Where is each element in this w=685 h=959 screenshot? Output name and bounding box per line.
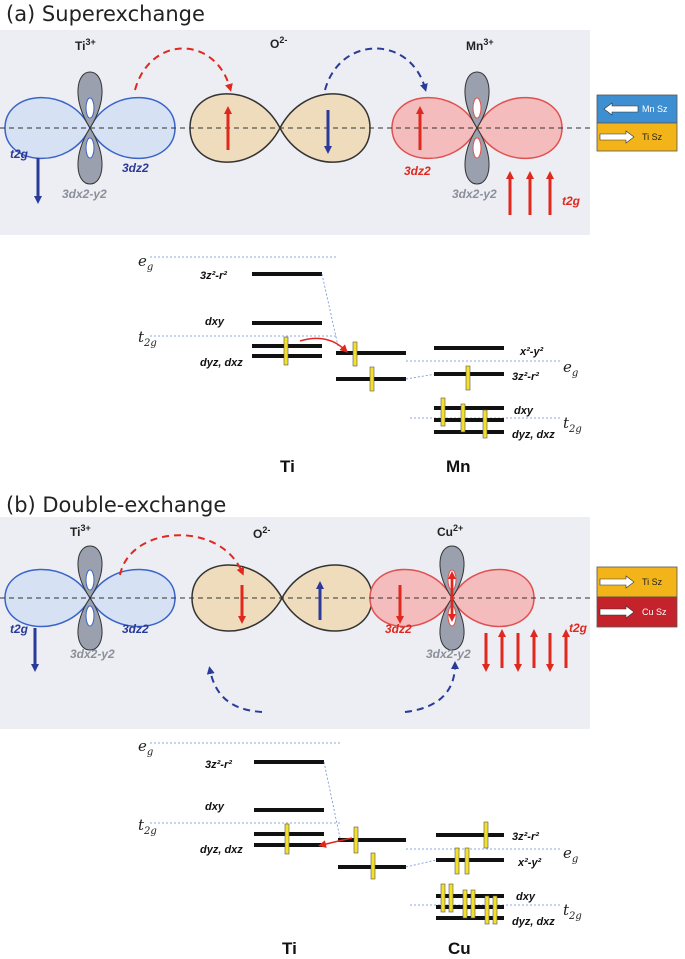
t2g-label-a: t2g — [138, 328, 157, 349]
hop-arrow-blue-a — [324, 47, 428, 92]
cu-t2g-label-b: t2g — [563, 901, 582, 922]
ti-3z2-level-b: 3z²-r² — [205, 759, 232, 771]
ion-ti-label-b: Ti3+ — [70, 523, 91, 539]
ion-mn-label: Mn3+ — [466, 37, 494, 53]
ion-o-label: O2- — [270, 35, 287, 51]
ti-dz2-label: 3dz2 — [122, 161, 149, 175]
mn-dx2y2-label: 3dx2-y2 — [452, 187, 497, 201]
mn-dxy-level-a: dxy — [514, 405, 534, 417]
legend-b: Ti Sz Cu Sz — [596, 566, 678, 628]
ti-dx2y2-lobes — [77, 71, 103, 185]
panel-a: (a) Superexchange Ti3+ O2- — [0, 2, 678, 476]
cu-3z2-level-b: 3z²-r² — [512, 831, 539, 843]
ti-dyz-level-a: dyz, dxz — [200, 357, 243, 369]
ti-dxy-level-a: dxy — [205, 316, 225, 328]
spin-arrows-a — [34, 106, 554, 215]
arrow-left-icon — [603, 102, 639, 116]
arrow-right-icon-b1 — [599, 575, 635, 589]
eg-label-a: eg — [138, 252, 153, 273]
ti-t2g-label: t2g — [10, 147, 29, 161]
levels-a: eg t2g 3z²-r² dxy dyz, dxz x²-y² 3z²-r² — [138, 252, 582, 476]
mn-t2g-label: t2g — [562, 194, 581, 208]
panel-b: (b) Double-exchange Ti3+ O2- Cu2+ t2g 3d… — [0, 493, 678, 958]
legend-a: Mn Sz Ti Sz — [596, 94, 678, 152]
ti-dyz-level-b: dyz, dxz — [200, 844, 243, 856]
cu-dx2y2-label-b: 3dx2-y2 — [426, 647, 471, 661]
ti-dz2-label-b: 3dz2 — [122, 622, 149, 636]
atom-ti-b: Ti — [282, 939, 297, 958]
panel-a-title: (a) Superexchange — [6, 2, 205, 26]
legend-ti-sz: Ti Sz — [642, 132, 663, 142]
ti-dx2y2-label-b: 3dx2-y2 — [70, 647, 115, 661]
ti-dxy-level-b: dxy — [205, 801, 225, 813]
ion-o-label-b: O2- — [253, 525, 270, 541]
t2g-label-b: t2g — [138, 816, 157, 837]
mn-dyz-level-a: dyz, dxz — [512, 429, 555, 441]
hop-arrow-blue-b-right — [404, 661, 459, 713]
ti-dx2y2-label: 3dx2-y2 — [62, 187, 107, 201]
panel-b-title: (b) Double-exchange — [6, 493, 226, 517]
atom-cu-b: Cu — [448, 939, 471, 958]
atom-ti-a: Ti — [280, 457, 295, 476]
mn-3z2-level-a: 3z²-r² — [512, 371, 539, 383]
ion-ti-label: Ti3+ — [75, 37, 96, 53]
mn-dx2y2-lobes — [464, 71, 490, 185]
hop-arrow-blue-b-left — [206, 666, 263, 713]
arrow-right-icon-b2 — [599, 605, 635, 619]
cu-t2g-label-b: t2g — [569, 621, 588, 635]
arrow-right-icon — [599, 130, 635, 144]
cu-dyz-level-b: dyz, dxz — [512, 916, 555, 928]
cu-eg-label-b: eg — [563, 844, 578, 865]
hop-arrow-red-a — [134, 47, 233, 92]
ti-t2g-label-b: t2g — [10, 622, 29, 636]
mn-dz2-label: 3dz2 — [404, 164, 431, 178]
legend-mn-sz: Mn Sz — [642, 104, 668, 114]
cu-dxy-level-b: dxy — [516, 891, 536, 903]
mn-eg-label-a: eg — [563, 358, 578, 379]
mn-t2g-label-a: t2g — [563, 414, 582, 435]
mn-x2y2-level-a: x²-y² — [519, 346, 544, 358]
legend-ti-sz-b: Ti Sz — [642, 577, 663, 587]
atom-mn-a: Mn — [446, 457, 471, 476]
ion-cu-label-b: Cu2+ — [437, 523, 463, 539]
spin-arrows-b — [31, 571, 570, 672]
ti-3z2-level-a: 3z²-r² — [200, 270, 227, 282]
cu-x2y2-level-b: x²-y² — [517, 857, 542, 869]
levels-b: eg t2g 3z²-r² dxy dyz, dxz 3z²-r² — [138, 737, 582, 958]
cu-dz2-label-b: 3dz2 — [385, 622, 412, 636]
eg-label-b: eg — [138, 737, 153, 758]
legend-cu-sz-b: Cu Sz — [642, 607, 667, 617]
hop-arrow-red-b — [119, 534, 245, 576]
